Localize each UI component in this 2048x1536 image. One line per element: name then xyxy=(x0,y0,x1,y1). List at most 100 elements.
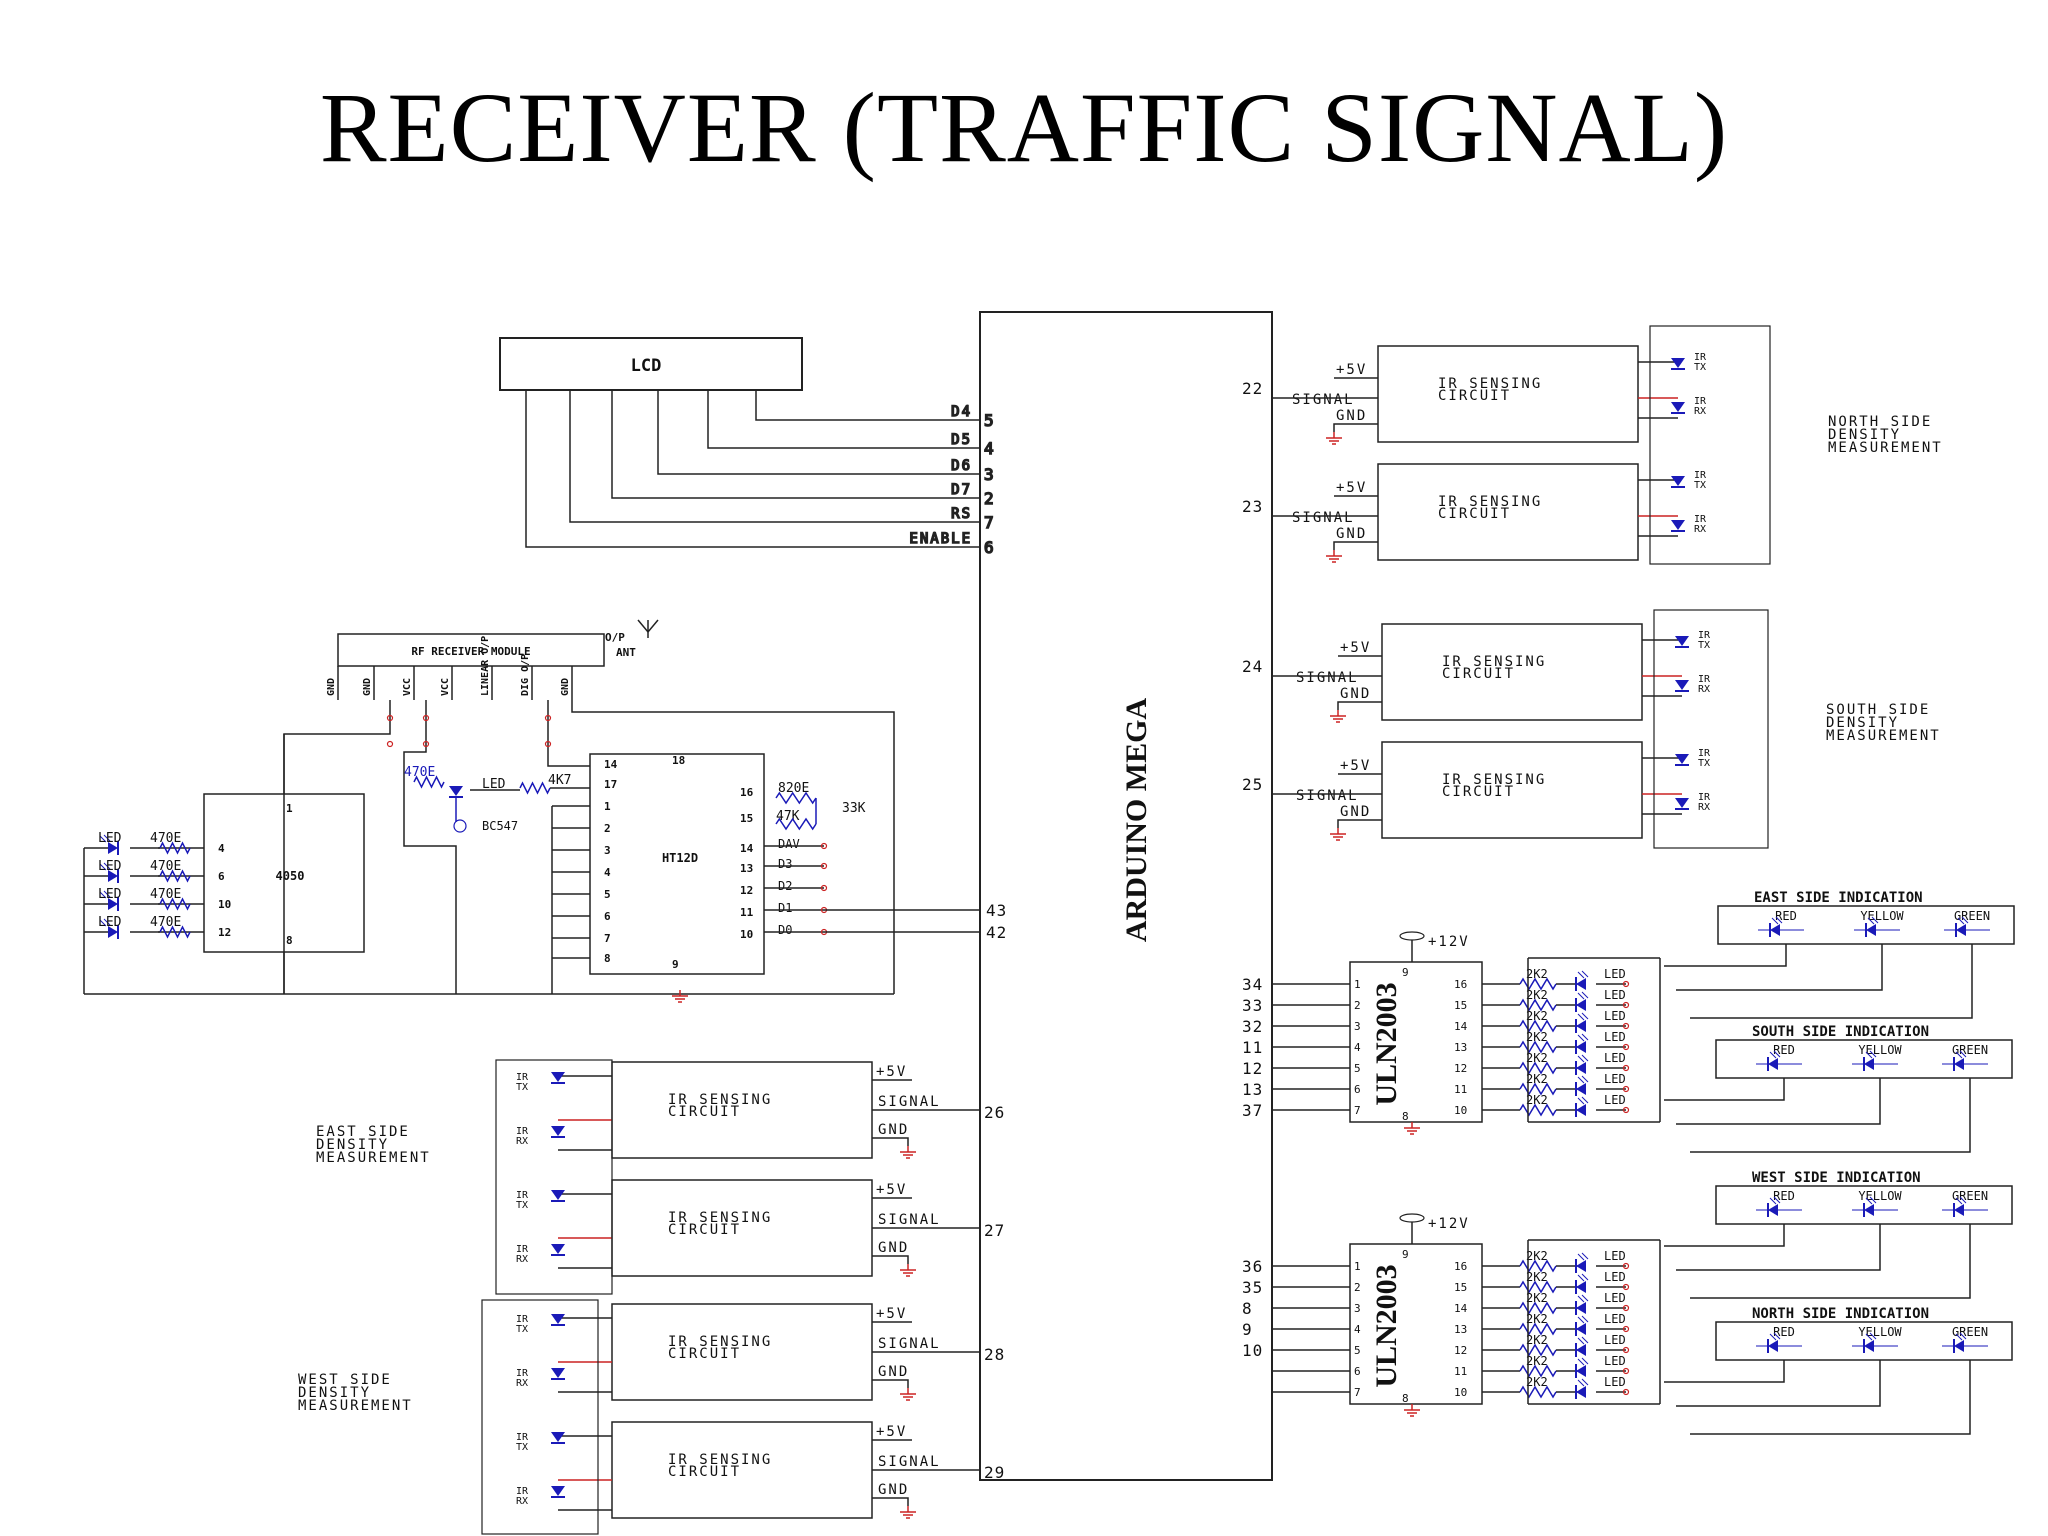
led-ray xyxy=(1581,1294,1589,1302)
signal-label: SIGNAL xyxy=(1296,788,1359,804)
wire xyxy=(872,1497,909,1506)
ir-rx-label: IR xyxy=(1694,396,1707,407)
ht12d-right-pin: 14 xyxy=(740,842,754,855)
uln2003-label: ULN2003 xyxy=(1370,982,1403,1105)
indication-box xyxy=(1715,1185,2013,1225)
ir-circuit-label: CIRCUIT xyxy=(668,1346,741,1362)
uln-out-pin: 12 xyxy=(1454,1062,1467,1075)
indicator-resistor-label: 470E xyxy=(150,887,181,902)
rf-pin-label: VCC xyxy=(440,678,451,696)
south-density-label: SOUTH SIDE xyxy=(1826,702,1930,718)
led-symbol xyxy=(1675,680,1689,690)
resistor-symbol xyxy=(1519,1364,1557,1378)
wire xyxy=(1333,541,1378,550)
uln-resistor-label: 2K2 xyxy=(1526,1270,1548,1284)
indication-light-label: GREEN xyxy=(1952,1043,1988,1057)
rf-pin-label: GND xyxy=(362,678,373,696)
uln-resistor-label: 2K2 xyxy=(1526,1051,1548,1065)
ir-tx-label: IR xyxy=(1698,630,1711,641)
resistor-symbol xyxy=(1519,1280,1557,1294)
connection-dot xyxy=(544,714,552,722)
indication-wire xyxy=(1690,1224,1971,1299)
ir-tx-label: TX xyxy=(1698,640,1710,651)
connection-dot xyxy=(1622,1001,1630,1009)
led-ray xyxy=(1865,1197,1873,1205)
ir-rx-label: RX xyxy=(1698,684,1710,695)
led-ray xyxy=(1581,1252,1589,1260)
indicator-resistor-label: 470E xyxy=(150,859,181,874)
ht12d-right-pin: 15 xyxy=(740,812,753,825)
uln2003-block xyxy=(1349,961,1483,1123)
ht12d-right-pin: 12 xyxy=(740,884,753,897)
indication-light-label: YELLOW xyxy=(1858,1043,1902,1057)
resistor-symbol xyxy=(159,841,191,855)
mega-pin-number: 37 xyxy=(1242,1101,1263,1120)
led-symbol xyxy=(1576,1344,1586,1356)
uln-resistor-label: 2K2 xyxy=(1526,1009,1548,1023)
ir-rx-label: RX xyxy=(516,1254,528,1265)
uln2003-label: ULN2003 xyxy=(1370,1264,1403,1387)
buffer-pin: 1 xyxy=(286,802,293,815)
rf-pin-label: VCC xyxy=(402,678,413,696)
led-ray xyxy=(1959,1332,1967,1340)
led-ray xyxy=(1959,1050,1967,1058)
indication-light-label: YELLOW xyxy=(1858,1325,1902,1339)
lcd-label: LCD xyxy=(631,356,662,376)
east-density-label: MEASUREMENT xyxy=(316,1150,431,1166)
buffer-pin: 6 xyxy=(218,870,225,883)
ht12d-block xyxy=(589,753,765,975)
v12-label: +12V xyxy=(1428,934,1470,950)
ir-tx-label: IR xyxy=(1698,748,1711,759)
ir-rx-label: IR xyxy=(1698,674,1711,685)
mega-pin-number: 26 xyxy=(984,1103,1005,1122)
uln-resistor-label: 2K2 xyxy=(1526,1312,1548,1326)
ir-rx-label: IR xyxy=(1694,514,1707,525)
connection-dot xyxy=(386,740,394,748)
ir-tx-label: IR xyxy=(516,1314,529,1325)
led-symbol xyxy=(1671,520,1685,530)
led-ray xyxy=(1955,1333,1963,1341)
led-ray xyxy=(1769,1051,1777,1059)
led-ray xyxy=(1865,1333,1873,1341)
uln-in-pin: 1 xyxy=(1354,1260,1361,1273)
ir-circuit-label: IR SENSING xyxy=(1438,494,1542,510)
mega-pin-number: 32 xyxy=(1242,1017,1263,1036)
uln-out-pin: 13 xyxy=(1454,1041,1467,1054)
led-symbol xyxy=(1576,1281,1586,1293)
connection-dot xyxy=(422,714,430,722)
led-symbol xyxy=(1675,798,1689,808)
indication-wire xyxy=(1676,944,1883,991)
indication-light-label: RED xyxy=(1773,1325,1795,1339)
resistor-symbol xyxy=(1519,977,1557,991)
led-ray xyxy=(103,834,111,842)
led-symbol xyxy=(108,842,118,854)
led-symbol xyxy=(1576,1365,1586,1377)
led-ray xyxy=(1577,1055,1585,1063)
north-sensor-frame xyxy=(1649,325,1771,565)
indication-wire xyxy=(1664,1224,1785,1247)
indication-wire xyxy=(1676,1078,1881,1125)
uln-resistor-label: 2K2 xyxy=(1526,988,1548,1002)
lcd-pin-number: 4 xyxy=(984,439,995,458)
mega-pin-42: 42 xyxy=(986,923,1007,942)
ir-rx-label: IR xyxy=(516,1126,529,1137)
ir-rx-label: IR xyxy=(516,1486,529,1497)
ir-circuit-label: CIRCUIT xyxy=(1442,784,1515,800)
indication-light-label: RED xyxy=(1773,1043,1795,1057)
uln-resistor-label: 2K2 xyxy=(1526,967,1548,981)
lcd-block xyxy=(499,337,803,391)
led-ray xyxy=(1773,1332,1781,1340)
ht12d-data-label: D3 xyxy=(778,857,792,871)
led-ray xyxy=(1961,916,1969,924)
connection-dot xyxy=(1622,1304,1630,1312)
lcd-wire xyxy=(657,390,980,475)
led-ray xyxy=(103,918,111,926)
led-ray xyxy=(99,863,107,871)
mega-pin-number: 28 xyxy=(984,1345,1005,1364)
resistor-symbol xyxy=(1519,1082,1557,1096)
ht12d-left-pin: 8 xyxy=(604,952,611,965)
uln-out-pin: 14 xyxy=(1454,1020,1468,1033)
ir-tx-label: TX xyxy=(1694,362,1706,373)
page-title: RECEIVER (TRAFFIC SIGNAL) xyxy=(319,72,1729,183)
